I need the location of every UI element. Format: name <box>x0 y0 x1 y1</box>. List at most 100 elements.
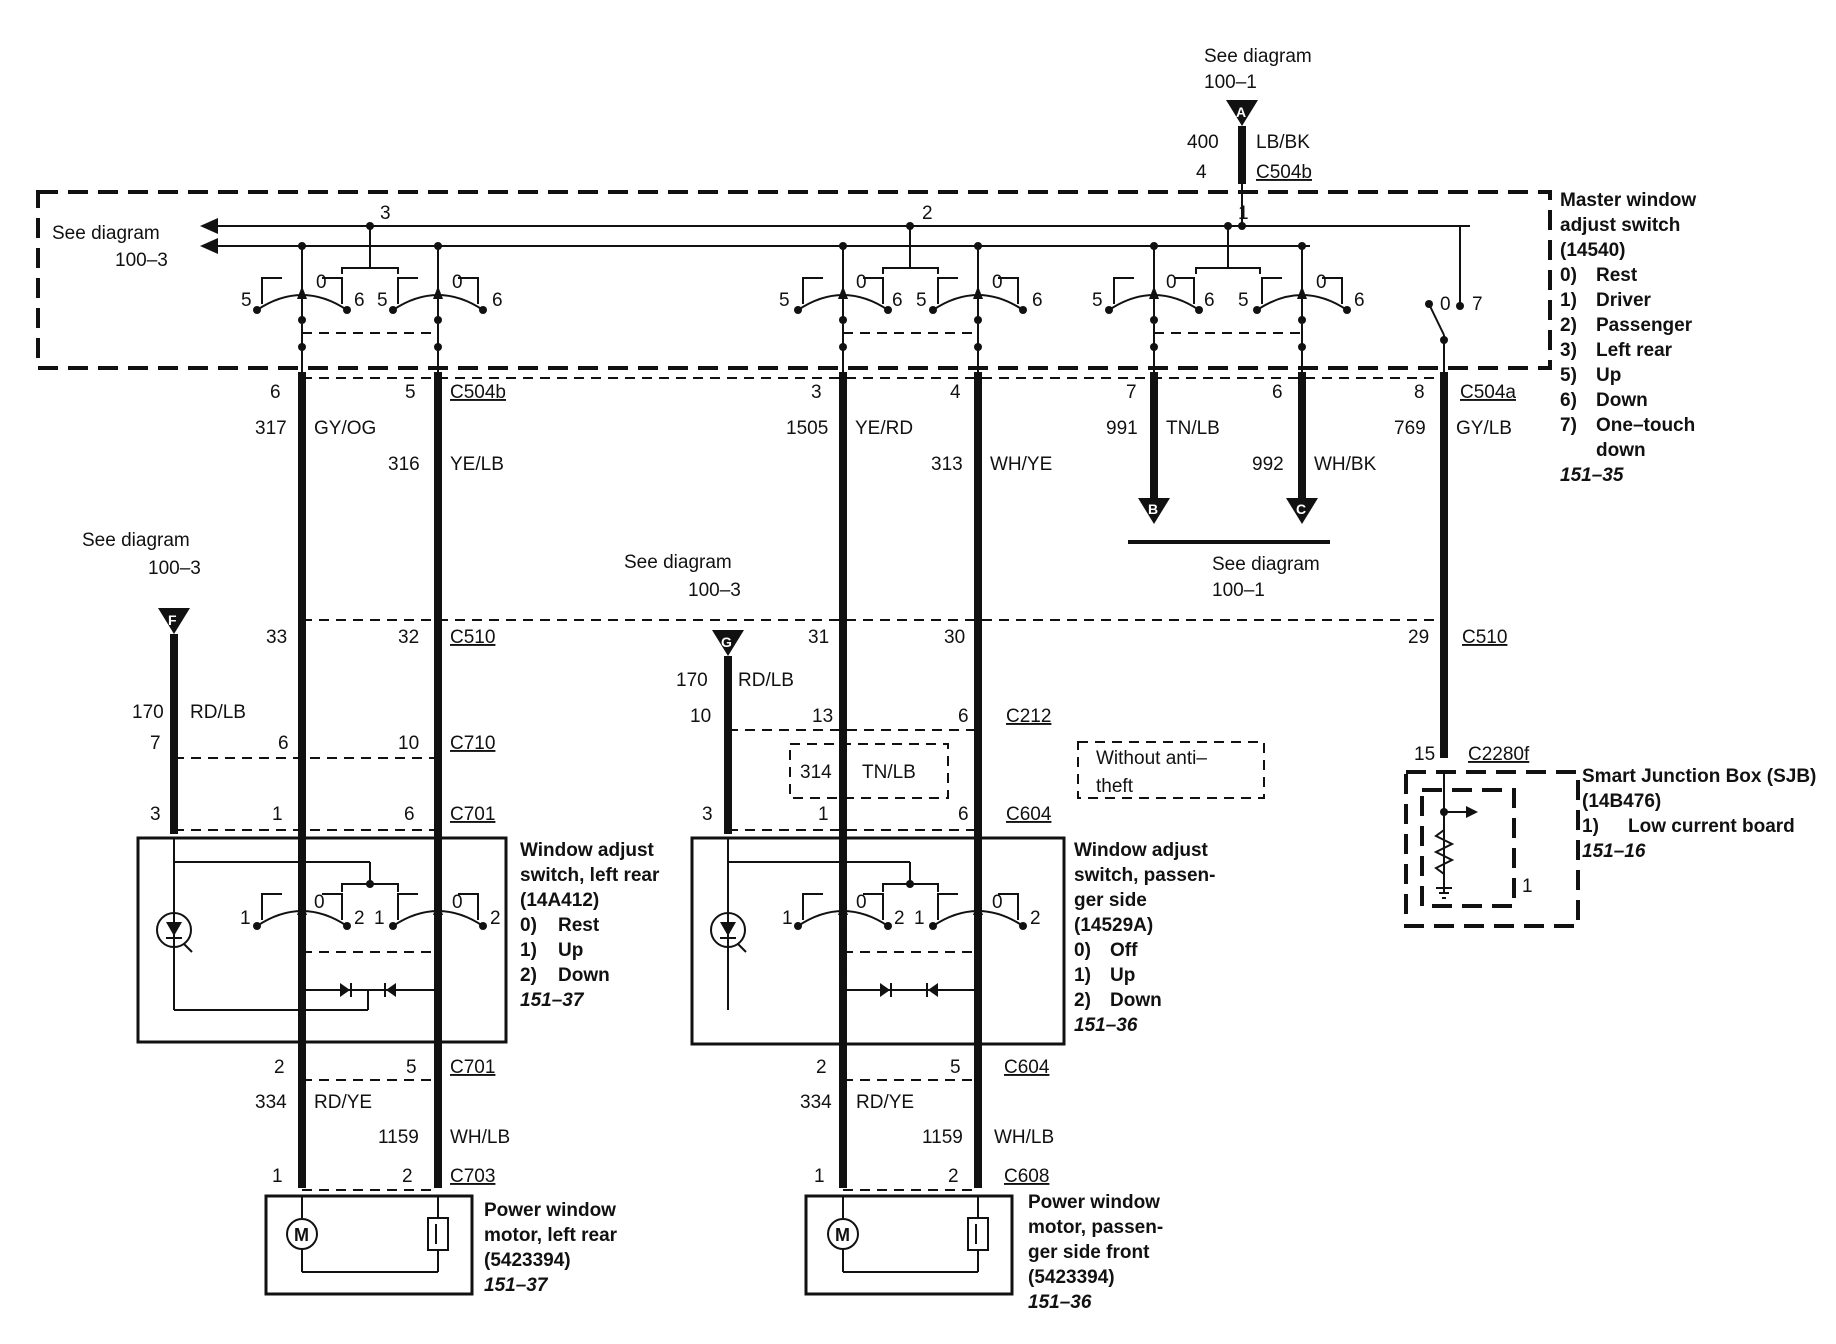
svg-text:See diagram: See diagram <box>52 223 160 244</box>
svg-text:Power window: Power window <box>484 1200 616 1221</box>
ref-top-a: See diagram 100–1 A <box>1204 46 1312 126</box>
svg-text:Down: Down <box>1596 390 1648 411</box>
svg-text:F: F <box>168 612 177 628</box>
c710-name: C710 <box>450 733 495 754</box>
svg-text:29: 29 <box>1408 627 1429 648</box>
c604-pin-1: 1 <box>818 804 829 825</box>
svg-text:M: M <box>835 1225 850 1245</box>
svg-text:1: 1 <box>782 908 793 929</box>
svg-text:6: 6 <box>1204 290 1215 311</box>
left-rd-circuit: 170 <box>132 702 164 723</box>
c604-top-name: C604 <box>1006 804 1052 825</box>
svg-text:Off: Off <box>1110 940 1138 961</box>
svg-text:3: 3 <box>380 203 391 224</box>
ps-motor-label: Power window motor, passen- ger side fro… <box>1028 1192 1163 1313</box>
svg-text:adjust switch: adjust switch <box>1560 215 1680 236</box>
svg-text:M: M <box>294 1225 309 1245</box>
svg-text:Window adjust: Window adjust <box>1074 840 1209 861</box>
feed-connector: C504b <box>1256 162 1312 183</box>
svg-text:C: C <box>1296 501 1306 517</box>
c701b-pin-2: 2 <box>274 1057 285 1078</box>
svg-text:2: 2 <box>1030 908 1041 929</box>
c703-name: C703 <box>450 1166 495 1187</box>
svg-text:ger side: ger side <box>1074 890 1147 911</box>
svg-text:317: 317 <box>255 418 287 439</box>
svg-text:5: 5 <box>405 382 416 403</box>
svg-text:30: 30 <box>944 627 965 648</box>
lower-mid-color-1: RD/YE <box>856 1092 914 1113</box>
ps-motor-box <box>804 1194 1014 1296</box>
sjb-label: Smart Junction Box (SJB) (14B476) 1) Low… <box>1582 766 1816 862</box>
svg-text:switch, passen-: switch, passen- <box>1074 865 1216 886</box>
svg-text:Down: Down <box>558 965 610 986</box>
mid-rd-pin: 10 <box>690 706 711 727</box>
svg-text:1: 1 <box>1522 876 1533 897</box>
feed-color: LB/BK <box>1256 132 1310 153</box>
c701-bottom-name: C701 <box>450 1057 495 1078</box>
lower-mid-circuit-2: 1159 <box>922 1127 963 1148</box>
svg-text:Rest: Rest <box>1596 265 1638 286</box>
c608-name: C608 <box>1004 1166 1049 1187</box>
lr-switch-box <box>136 836 508 1044</box>
svg-text:0: 0 <box>992 272 1003 293</box>
svg-text:1: 1 <box>240 908 251 929</box>
svg-text:See diagram: See diagram <box>1204 46 1312 67</box>
svg-text:1): 1) <box>1582 816 1599 837</box>
svg-text:ger side front: ger side front <box>1028 1242 1150 1263</box>
svg-text:100–3: 100–3 <box>115 250 168 271</box>
c701-top-name: C701 <box>450 804 495 825</box>
svg-text:Rest: Rest <box>558 915 600 936</box>
c604-bottom-name: C604 <box>1004 1057 1050 1078</box>
svg-text:3): 3) <box>1560 340 1577 361</box>
c212-pin-13: 13 <box>812 706 833 727</box>
svg-text:C504b: C504b <box>450 382 506 403</box>
anti-theft-line2: theft <box>1096 776 1134 797</box>
c701-pin-1: 1 <box>272 804 283 825</box>
svg-text:6: 6 <box>1032 290 1043 311</box>
svg-text:5: 5 <box>1092 290 1103 311</box>
c604b-pin-5: 5 <box>950 1057 961 1078</box>
ref-bc: B C See diagram 100–1 <box>1128 498 1330 601</box>
svg-text:G: G <box>721 634 732 650</box>
c510-labels: 33 32 C510 31 30 29 C510 <box>266 627 1507 648</box>
svg-text:YE/LB: YE/LB <box>450 454 504 475</box>
svg-text:6: 6 <box>492 290 503 311</box>
lower-left-circuit-2: 1159 <box>378 1127 419 1148</box>
svg-text:151–37: 151–37 <box>520 990 585 1011</box>
c701b-pin-5: 5 <box>406 1057 417 1078</box>
ps-switch-internals: 1 0 2 1 0 2 <box>710 838 1041 1010</box>
c2280-pin: 15 <box>1414 744 1435 765</box>
svg-text:6: 6 <box>1354 290 1365 311</box>
svg-text:2): 2) <box>1560 315 1577 336</box>
svg-text:4: 4 <box>950 382 961 403</box>
svg-text:100–3: 100–3 <box>148 558 201 579</box>
svg-text:991: 991 <box>1106 418 1138 439</box>
svg-text:Power window: Power window <box>1028 1192 1160 1213</box>
svg-text:C510: C510 <box>450 627 495 648</box>
svg-text:A: A <box>1236 104 1246 120</box>
c604-pin-6: 6 <box>958 804 969 825</box>
svg-text:32: 32 <box>398 627 419 648</box>
svg-text:1): 1) <box>1560 290 1577 311</box>
svg-text:Up: Up <box>1110 965 1135 986</box>
c701-pin-3: 3 <box>150 804 161 825</box>
svg-text:(5423394): (5423394) <box>1028 1267 1115 1288</box>
svg-text:151–36: 151–36 <box>1028 1292 1092 1313</box>
svg-text:Master window: Master window <box>1560 190 1696 211</box>
c710-pin-7: 7 <box>150 733 161 754</box>
svg-text:YE/RD: YE/RD <box>855 418 913 439</box>
svg-text:(14A412): (14A412) <box>520 890 599 911</box>
svg-text:151–37: 151–37 <box>484 1275 549 1296</box>
svg-text:One–touch: One–touch <box>1596 415 1695 436</box>
svg-text:31: 31 <box>808 627 829 648</box>
c604b-pin-2: 2 <box>816 1057 827 1078</box>
svg-text:0): 0) <box>520 915 537 936</box>
lower-left-color-1: RD/YE <box>314 1092 372 1113</box>
svg-text:0: 0 <box>316 272 327 293</box>
svg-text:Smart Junction Box (SJB): Smart Junction Box (SJB) <box>1582 766 1816 787</box>
svg-text:(14540): (14540) <box>1560 240 1626 261</box>
svg-text:Driver: Driver <box>1596 290 1652 311</box>
c608-pin-2: 2 <box>948 1166 959 1187</box>
svg-text:313: 313 <box>931 454 963 475</box>
c212-pin-6: 6 <box>958 706 969 727</box>
